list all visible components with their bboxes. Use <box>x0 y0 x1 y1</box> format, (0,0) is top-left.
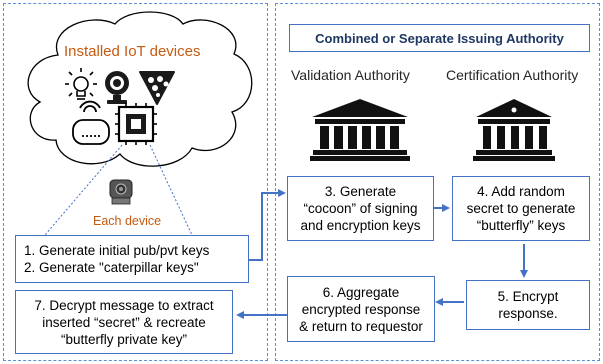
certification-authority-label: Certification Authority <box>446 67 579 83</box>
chip-icon <box>115 103 157 145</box>
bank-building-icon <box>473 99 555 161</box>
step-7-box: 7. Decrypt message to extract inserted “… <box>15 290 233 354</box>
authority-title: Combined or Separate Issuing Authority <box>289 24 590 52</box>
webcam-icon <box>105 71 129 104</box>
devices-panel <box>3 3 268 361</box>
step-5-box: 5. Encrypt response. <box>466 280 590 330</box>
lightbulb-icon <box>65 68 97 100</box>
sensor-device-icon <box>109 179 133 205</box>
step-1-2-box: 1. Generate initial pub/pvt keys 2. Gene… <box>15 235 249 283</box>
flow-arrows <box>236 189 528 319</box>
step-4-box: 4. Add random secret to generate “butter… <box>452 176 590 241</box>
smart-home-hub-icon <box>139 71 175 105</box>
step-3-box: 3. Generate “cocoon” of signing and encr… <box>287 176 434 241</box>
authority-panel <box>275 3 600 361</box>
cloud-title: Installed IoT devices <box>64 43 201 60</box>
bank-building-icon <box>310 99 410 161</box>
router-icon <box>72 100 110 145</box>
each-device-label: Each device <box>92 214 163 228</box>
validation-authority-label: Validation Authority <box>291 67 410 83</box>
callout-lines <box>44 144 193 236</box>
step-6-box: 6. Aggregate encrypted response & return… <box>287 276 435 342</box>
arrow-to-step-3 <box>249 189 286 261</box>
cloud-shape <box>27 11 253 167</box>
